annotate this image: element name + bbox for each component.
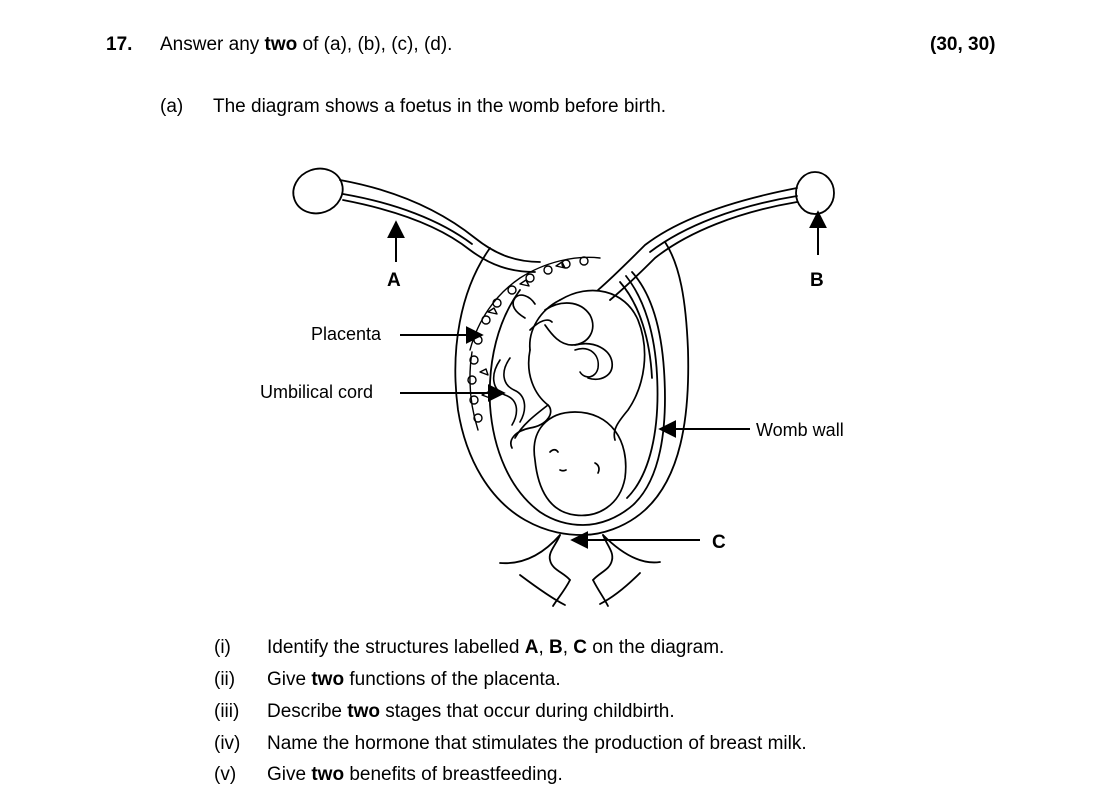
subquestion-number: (iii)	[214, 701, 240, 722]
subquestion-number: (i)	[214, 637, 231, 658]
label-placenta: Placenta	[311, 324, 382, 344]
subquestion-number: (iv)	[214, 733, 241, 754]
label-a: A	[387, 270, 401, 291]
umbilical-cord	[492, 348, 600, 426]
label-b: B	[810, 270, 824, 291]
left-oviduct	[339, 179, 541, 273]
instruction-text-post: of (a), (b), (c), (d).	[297, 34, 453, 55]
label-womb-wall: Womb wall	[756, 420, 844, 440]
right-oviduct	[597, 187, 798, 301]
instruction-text-bold: two	[264, 34, 298, 55]
right-ovary	[795, 171, 835, 215]
instruction-text-pre: Answer any	[160, 34, 265, 55]
subquestion-text: Give two functions of the placenta.	[267, 669, 561, 690]
subquestion-text: Name the hormone that stimulates the pro…	[267, 733, 807, 754]
part-a-label: (a)	[160, 96, 184, 117]
subquestion-text: Give two benefits of breastfeeding.	[267, 764, 563, 785]
subquestion-text: Identify the structures labelled A, B, C…	[267, 637, 725, 658]
subquestion-number: (v)	[214, 764, 237, 785]
question-instruction: Answer any two of (a), (b), (c), (d).	[160, 34, 452, 56]
part-a-text: The diagram shows a foetus in the womb b…	[213, 96, 667, 117]
label-umbilical-cord: Umbilical cord	[260, 382, 373, 402]
foetus	[510, 289, 646, 517]
question-marks: (30, 30)	[930, 34, 996, 55]
question-number: 17.	[106, 34, 133, 55]
subquestion-text: Describe two stages that occur during ch…	[267, 701, 675, 722]
left-ovary	[292, 167, 344, 215]
subquestion-number: (ii)	[214, 669, 236, 690]
cervix	[499, 534, 661, 607]
label-c: C	[712, 532, 726, 553]
placenta	[467, 256, 601, 431]
